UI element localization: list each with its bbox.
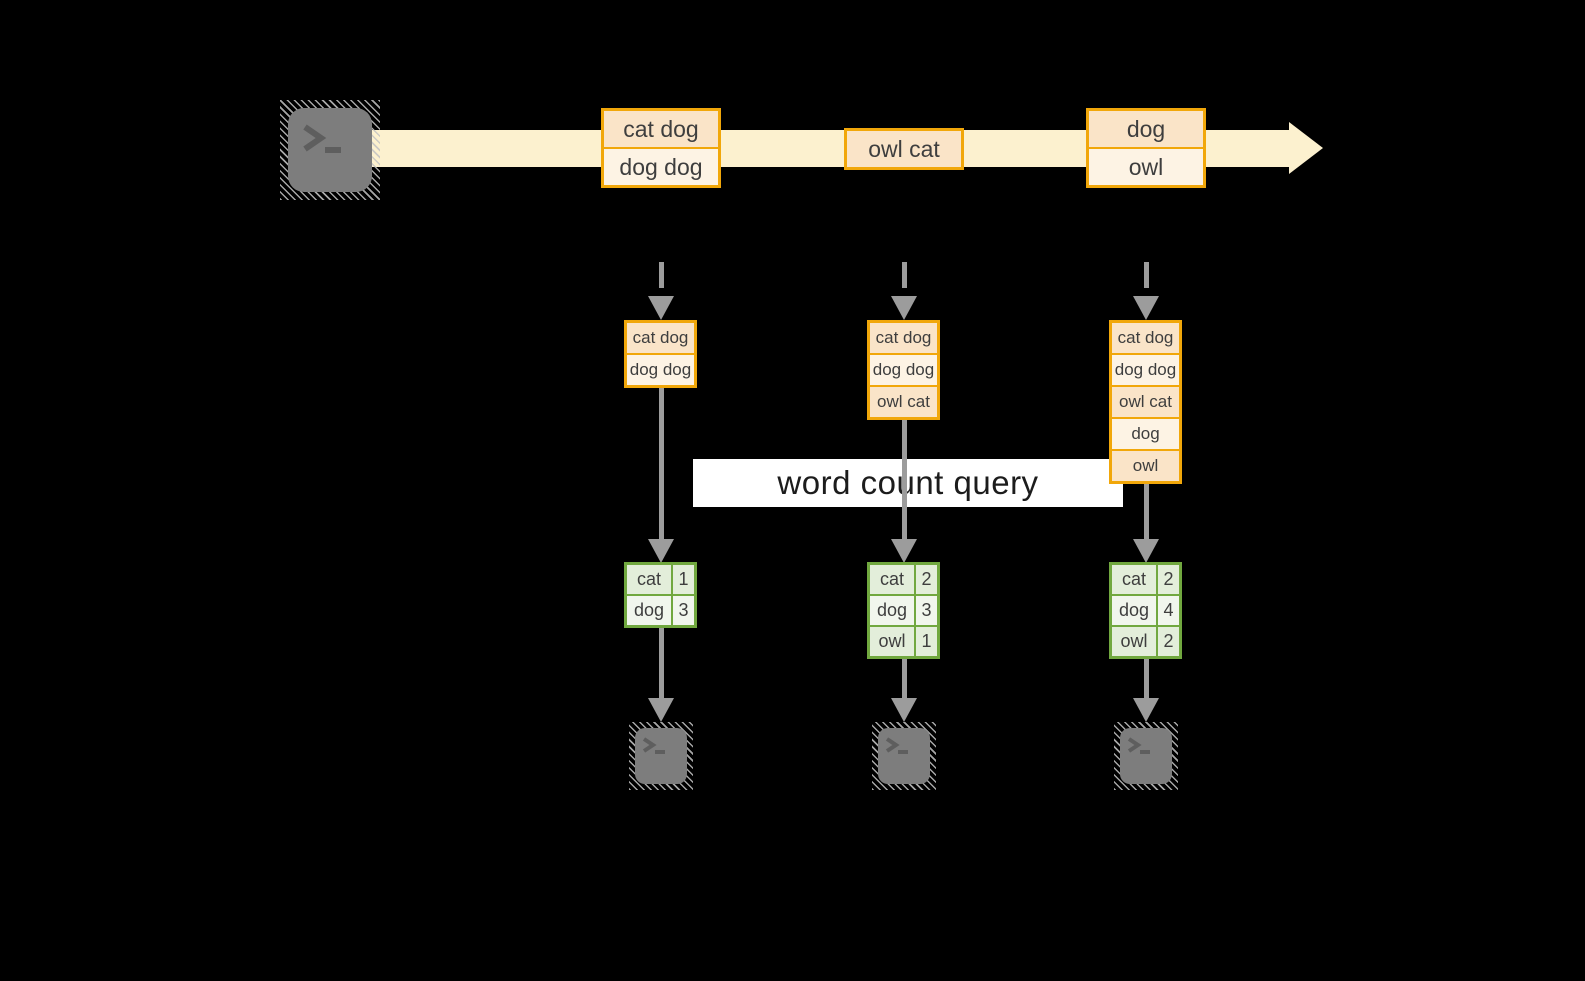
word-cell: dog [627,596,671,625]
buffer-line: cat dog [627,323,694,353]
prompt-glyph-icon [642,737,665,754]
query-arrow-2 [902,420,907,541]
output-arrowhead-2 [891,698,917,722]
terminal-icon [280,100,380,200]
stream-message-2: owl cat [844,128,964,170]
output-arrow-1 [659,628,664,700]
buffer-line: dog dog [627,355,694,385]
buffer-stack-1: cat dog dog dog [624,320,697,388]
query-banner: word count query [693,459,1123,507]
terminal-icon [1114,722,1178,790]
terminal-icon [872,722,936,790]
prompt-glyph-icon [1127,737,1150,754]
message-line: cat dog [604,111,718,147]
ingest-arrowhead-1 [648,296,674,320]
table-row: owl 1 [870,627,937,656]
buffer-line: cat dog [870,323,937,353]
word-cell: cat [870,565,914,594]
query-arrow-1 [659,388,664,541]
table-row: owl 2 [1112,627,1179,656]
table-row: dog 3 [627,596,694,625]
message-line: owl cat [847,131,961,167]
count-cell: 1 [673,565,694,594]
query-arrow-3 [1144,484,1149,541]
table-row: cat 1 [627,565,694,594]
table-row: dog 3 [870,596,937,625]
message-line: owl [1089,149,1203,185]
buffer-stack-2: cat dog dog dog owl cat [867,320,940,420]
ingest-arrowhead-3 [1133,296,1159,320]
query-banner-label: word count query [777,464,1039,501]
message-line: dog [1089,111,1203,147]
count-cell: 2 [916,565,937,594]
stream-band-arrowhead [1289,122,1323,174]
buffer-line: dog [1112,419,1179,449]
ingest-arrowhead-2 [891,296,917,320]
word-cell: cat [627,565,671,594]
word-cell: dog [870,596,914,625]
count-table-1: cat 1 dog 3 [624,562,697,628]
query-arrowhead-1 [648,539,674,563]
buffer-line: owl cat [870,387,937,417]
ingest-arrow-dash-1 [659,262,664,288]
table-row: cat 2 [870,565,937,594]
word-cell: owl [1112,627,1156,656]
output-arrowhead-1 [648,698,674,722]
buffer-line: owl [1112,451,1179,481]
buffer-stack-3: cat dog dog dog owl cat dog owl [1109,320,1182,484]
buffer-line: owl cat [1112,387,1179,417]
count-cell: 2 [1158,627,1179,656]
table-row: dog 4 [1112,596,1179,625]
output-arrow-3 [1144,659,1149,700]
count-cell: 3 [916,596,937,625]
count-cell: 1 [916,627,937,656]
stream-message-1: cat dog dog dog [601,108,721,188]
table-row: cat 2 [1112,565,1179,594]
output-arrow-2 [902,659,907,700]
ingest-arrow-dash-3 [1144,262,1149,288]
buffer-line: dog dog [870,355,937,385]
count-cell: 4 [1158,596,1179,625]
word-cell: cat [1112,565,1156,594]
prompt-glyph-icon [885,737,908,754]
ingest-arrow-dash-2 [902,262,907,288]
prompt-glyph-icon [303,124,341,153]
count-table-3: cat 2 dog 4 owl 2 [1109,562,1182,659]
word-cell: dog [1112,596,1156,625]
buffer-line: cat dog [1112,323,1179,353]
output-arrowhead-3 [1133,698,1159,722]
terminal-icon [629,722,693,790]
word-cell: owl [870,627,914,656]
count-cell: 3 [673,596,694,625]
query-arrowhead-2 [891,539,917,563]
count-cell: 2 [1158,565,1179,594]
count-table-2: cat 2 dog 3 owl 1 [867,562,940,659]
query-arrowhead-3 [1133,539,1159,563]
buffer-line: dog dog [1112,355,1179,385]
message-line: dog dog [604,149,718,185]
stream-message-3: dog owl [1086,108,1206,188]
